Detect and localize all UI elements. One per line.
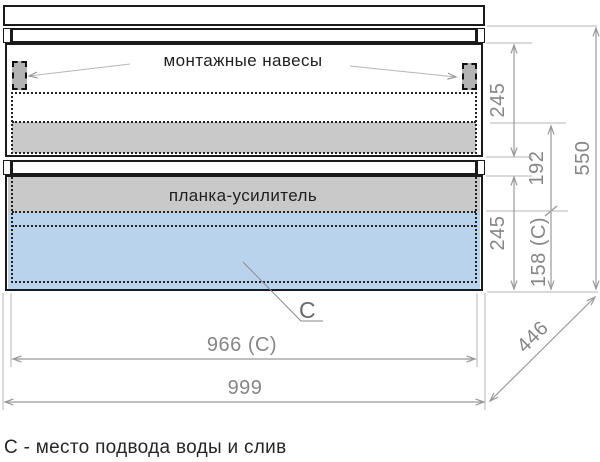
lower-drawer-box xyxy=(5,175,483,291)
dim-label-550: 550 xyxy=(572,140,594,176)
caption-zone-c-note: С - место подвода воды и слив xyxy=(4,437,287,458)
leader-hanger-right xyxy=(349,65,456,77)
upper-dotted-zone xyxy=(11,92,477,154)
lower-gray-band-bottom-line xyxy=(12,211,476,213)
dim-line-446-depth xyxy=(490,297,595,401)
leader-hanger-left xyxy=(29,63,131,76)
dimension-lines xyxy=(5,28,596,402)
mounting-hangers-label: монтажные навесы xyxy=(163,51,323,70)
dim-tick-158-192 xyxy=(544,205,558,217)
dim-label-lower-245: 245 xyxy=(487,215,509,251)
extension-lines xyxy=(2,25,598,410)
upper-gray-band xyxy=(12,122,476,153)
mid-rail-left-tab xyxy=(3,160,11,175)
mid-rail xyxy=(11,160,477,175)
reinforcement-bar-label: планка-усилитель xyxy=(168,186,318,205)
top-rail-right-tab xyxy=(477,28,485,43)
lower-gray-band xyxy=(8,177,480,212)
dim-label-999: 999 xyxy=(227,377,263,399)
mid-rail-right-tab xyxy=(477,160,485,175)
dim-label-192: 192 xyxy=(526,150,548,186)
leader-zone-c xyxy=(242,261,323,322)
mounting-hanger-right xyxy=(462,63,477,90)
top-rail-left-tab xyxy=(3,28,11,43)
upper-gray-band-top-line xyxy=(12,121,476,123)
water-zone-blue-band xyxy=(8,212,480,289)
dim-label-158-c: 158 (C) xyxy=(528,216,550,288)
dim-label-upper-245: 245 xyxy=(487,82,509,118)
leader-lines xyxy=(29,63,456,322)
top-rail xyxy=(11,28,477,43)
zone-c-label: C xyxy=(299,297,316,323)
dim-label-966-c: 966 (C) xyxy=(206,334,278,356)
countertop xyxy=(3,5,485,26)
mounting-hanger-left xyxy=(12,61,27,90)
water-zone-top-line xyxy=(12,225,476,227)
lower-dotted-frame xyxy=(11,177,477,283)
